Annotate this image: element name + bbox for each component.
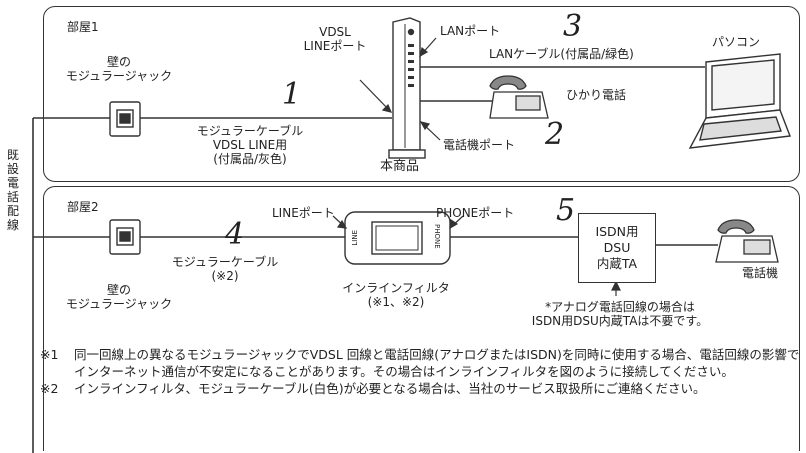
- telephone-label: 電話機: [742, 266, 779, 280]
- main-device-label: 本商品: [380, 159, 420, 174]
- num-3: 3: [563, 9, 583, 44]
- hikari-phone-label: ひかり電話: [566, 88, 627, 102]
- room1-modular-cable-label: モジュラーケーブル VDSL LINE用 (付属品/灰色): [196, 124, 304, 166]
- note-2-mark: ※2: [40, 381, 59, 396]
- note-1: ※1 同一回線上の異なるモジュラージャックでVDSL 回線と電話回線(アナログま…: [40, 346, 806, 380]
- existing-wiring-label: 既設電話配線: [6, 148, 19, 232]
- analog-note: *アナログ電話回線の場合は ISDN用DSU内蔵TAは不要です。: [531, 300, 709, 328]
- note-1-text: 同一回線上の異なるモジュラージャックでVDSL 回線と電話回線(アナログまたはI…: [74, 347, 800, 379]
- num-2: 2: [545, 117, 565, 152]
- phone-port-label: 電話機ポート: [443, 138, 516, 152]
- hikari-phone-drawing: [489, 75, 549, 119]
- inline-filter-label: インラインフィルタ (※1、※2): [342, 281, 450, 309]
- num-5: 5: [556, 193, 576, 228]
- room2-title: 部屋2: [67, 200, 99, 214]
- pc-label: パソコン: [712, 35, 761, 49]
- room1-title: 部屋1: [67, 20, 99, 34]
- inline-filter-drawing: [344, 211, 451, 265]
- main-device: [388, 17, 426, 159]
- filter-phone-text: PHONE: [433, 224, 441, 249]
- isdn-dsu-label: ISDN用 DSU 内蔵TA: [595, 224, 639, 271]
- phone-port-label-2: PHONEポート: [436, 206, 515, 220]
- num-1: 1: [282, 77, 302, 112]
- line-port-label: LINEポート: [272, 206, 335, 220]
- lan-cable-label: LANケーブル(付属品/緑色): [489, 47, 634, 61]
- lan-port-label: LANポート: [440, 24, 501, 38]
- telephone-drawing: [715, 219, 779, 263]
- isdn-dsu-box: [578, 213, 656, 283]
- room1-wall-jack-label: 壁の モジュラージャック: [65, 55, 173, 83]
- num-4: 4: [225, 217, 245, 252]
- room1-wall-jack: [109, 101, 141, 137]
- vdsl-port-label: VDSL LINEポート: [303, 25, 367, 53]
- note-2-text: インラインフィルタ、モジュラーケーブル(白色)が必要となる場合は、当社のサービス…: [74, 381, 706, 396]
- filter-line-text: LINE: [351, 230, 359, 246]
- room2-wall-jack-label: 壁の モジュラージャック: [65, 283, 173, 311]
- note-2: ※2 インラインフィルタ、モジュラーケーブル(白色)が必要となる場合は、当社のサ…: [40, 380, 806, 397]
- pc-drawing: [688, 53, 791, 149]
- footnotes: ※1 同一回線上の異なるモジュラージャックでVDSL 回線と電話回線(アナログま…: [40, 346, 806, 397]
- room2-wall-jack: [109, 219, 141, 255]
- note-1-mark: ※1: [40, 347, 59, 362]
- room2-modular-cable-label: モジュラーケーブル (※2): [171, 255, 279, 283]
